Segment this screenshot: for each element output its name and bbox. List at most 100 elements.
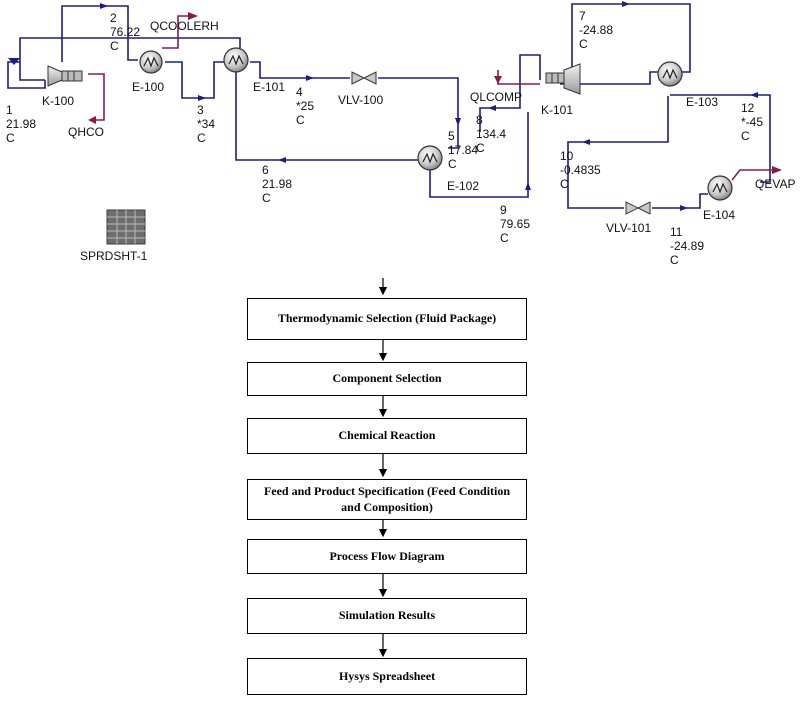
- qevap-label: QEVAP: [755, 177, 795, 191]
- vlv100-label: VLV-100: [338, 93, 383, 107]
- arrow-stream-2: [100, 3, 108, 9]
- stream-12-temp: *-45: [741, 115, 763, 129]
- stream-10-unit: C: [560, 177, 569, 191]
- arrow-stream-11: [680, 205, 688, 211]
- spreadsheet-label: SPRDSHT-1: [80, 249, 148, 263]
- stream-11-unit: C: [670, 253, 679, 267]
- arrow-qevap: [772, 166, 782, 174]
- e100-label: E-100: [132, 80, 164, 94]
- stream-7-line[interactable]: [571, 3, 691, 76]
- stream-2-temp: 76.22: [110, 25, 140, 39]
- energy-qhco-line[interactable]: [88, 73, 105, 121]
- arrow-stream-1: [8, 58, 20, 65]
- stream-1-id: 1: [6, 103, 13, 117]
- vlv101-valve-icon[interactable]: [625, 201, 651, 215]
- step-process-flow-diagram: Process Flow Diagram: [247, 539, 527, 574]
- stream-8-line[interactable]: [479, 54, 541, 132]
- k101-label: K-101: [541, 103, 573, 117]
- stream-6-line[interactable]: [235, 72, 418, 161]
- stream-4-line[interactable]: [250, 61, 350, 79]
- stream-arrows: [8, 1, 758, 211]
- k100-compressor-icon[interactable]: [47, 65, 83, 87]
- stream-3-id: 3: [197, 103, 204, 117]
- qhco-label: QHCO: [68, 125, 104, 139]
- arrow-stream-12: [750, 92, 758, 98]
- stream-3-unit: C: [197, 131, 206, 145]
- e102-heat-exchanger-icon[interactable]: [417, 145, 443, 171]
- stream-1-temp: 21.98: [6, 117, 36, 131]
- arrow-qcoolerh: [188, 12, 198, 20]
- vlv100-valve-icon[interactable]: [351, 71, 377, 85]
- step-component-selection: Component Selection: [247, 362, 527, 396]
- stream-12-unit: C: [741, 129, 750, 143]
- spreadsheet-icon[interactable]: [106, 209, 146, 245]
- stream-5-temp: 17.84: [448, 143, 478, 157]
- stream-9-id: 9: [500, 203, 507, 217]
- stream-5-id: 5: [448, 129, 455, 143]
- stream-9-line[interactable]: [429, 112, 529, 198]
- stream-8-temp: 134.4: [476, 127, 506, 141]
- arrow-stream-10: [582, 139, 590, 145]
- step-hysys-spreadsheet: Hysys Spreadsheet: [247, 658, 527, 695]
- stream-5-unit: C: [448, 157, 457, 171]
- stream-6-id: 6: [262, 163, 269, 177]
- stream-11-temp: -24.89: [670, 239, 704, 253]
- e104-label: E-104: [703, 208, 735, 222]
- stream-11-id: 11: [670, 225, 683, 239]
- k100-label: K-100: [42, 94, 74, 108]
- step-feed-product-specification: Feed and Product Specification (Feed Con…: [247, 479, 527, 520]
- e102-label: E-102: [447, 179, 479, 193]
- stream-7-unit: C: [579, 37, 588, 51]
- stream-3-line[interactable]: [165, 61, 224, 99]
- stream-1-line[interactable]: [19, 37, 241, 81]
- stream-labels: 1 21.98 C 2 76.22 C 3 *34 C 4 *25 C 5 17…: [6, 9, 763, 267]
- energy-qlcomp-line[interactable]: [497, 70, 540, 85]
- stream-6-temp: 21.98: [262, 177, 292, 191]
- energy-arrows: [88, 12, 782, 174]
- e103-label: E-103: [686, 95, 718, 109]
- stream-2-id: 2: [110, 11, 117, 25]
- stream-8-id: 8: [476, 113, 483, 127]
- e103-heat-exchanger-icon[interactable]: [657, 61, 683, 87]
- stream-7-id: 7: [579, 9, 586, 23]
- e101-heat-exchanger-icon[interactable]: [223, 47, 249, 73]
- stream-4-unit: C: [296, 113, 305, 127]
- arrow-stream-4: [306, 75, 314, 81]
- stream-3-temp: *34: [197, 117, 215, 131]
- step-thermodynamic-selection: Thermodynamic Selection (Fluid Package): [247, 298, 527, 340]
- e100-heat-exchanger-icon[interactable]: [139, 50, 163, 74]
- energy-qcoolerh-line[interactable]: [162, 15, 192, 49]
- energy-qevap-line[interactable]: [731, 169, 772, 181]
- k101-compressor-icon[interactable]: [545, 63, 581, 95]
- stream-10-temp: -0.4835: [560, 163, 601, 177]
- stream-8-unit: C: [476, 141, 485, 155]
- arrow-stream-7: [622, 1, 630, 7]
- stream-11-line[interactable]: [652, 193, 708, 209]
- stream-12-id: 12: [741, 101, 755, 115]
- stream-10-line[interactable]: [567, 96, 669, 209]
- stream-9-unit: C: [500, 231, 509, 245]
- step-chemical-reaction: Chemical Reaction: [247, 418, 527, 454]
- step-simulation-results: Simulation Results: [247, 598, 527, 634]
- material-streams: [7, 3, 771, 209]
- stream-4-id: 4: [296, 85, 303, 99]
- e101-label: E-101: [253, 80, 285, 94]
- qcoolerh-label: QCOOLERH: [150, 19, 219, 33]
- stream-7b-line[interactable]: [560, 71, 658, 85]
- arrow-stream-3: [198, 95, 206, 101]
- arrow-qlcomp: [494, 76, 502, 84]
- stream-12-line[interactable]: [670, 94, 771, 183]
- arrow-qhco: [88, 116, 96, 124]
- e104-heat-exchanger-icon[interactable]: [707, 175, 733, 201]
- stream-1-left[interactable]: [7, 61, 46, 89]
- stream-7-temp: -24.88: [579, 23, 613, 37]
- arrow-stream-5: [455, 118, 461, 126]
- vlv101-label: VLV-101: [606, 221, 651, 235]
- stream-2-line[interactable]: [61, 5, 138, 62]
- stream-5-line[interactable]: [378, 77, 459, 149]
- qlcomp-label: QLCOMP: [470, 90, 522, 104]
- stream-10-id: 10: [560, 149, 574, 163]
- arrow-stream-8: [488, 105, 496, 111]
- stream-6-unit: C: [262, 191, 271, 205]
